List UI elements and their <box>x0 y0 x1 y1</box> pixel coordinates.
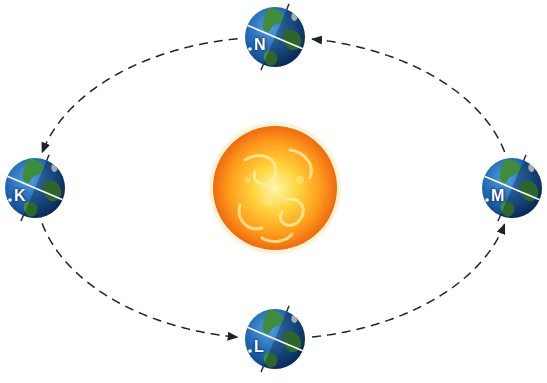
position-letter: K <box>14 188 26 204</box>
earth-globe: L <box>245 309 305 369</box>
earth-globe: K <box>5 158 65 218</box>
position-letter: L <box>254 339 264 355</box>
orbit-arrow <box>42 39 237 153</box>
point-marker <box>248 47 252 51</box>
earth-shadow <box>500 160 547 227</box>
orbit-arrow <box>312 224 505 337</box>
orbit-arrow <box>312 39 505 152</box>
point-marker <box>485 198 489 202</box>
earth-globe: M <box>482 158 542 218</box>
orbit-arrow <box>42 223 237 337</box>
position-letter: N <box>254 37 266 53</box>
position-letter: M <box>491 188 504 204</box>
earth-globe: N <box>245 7 305 67</box>
point-marker <box>8 198 12 202</box>
point-marker <box>248 349 252 353</box>
